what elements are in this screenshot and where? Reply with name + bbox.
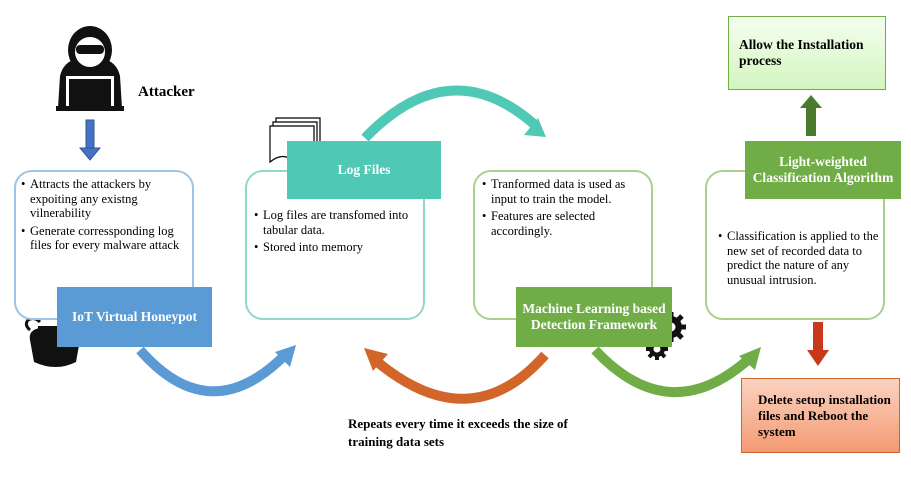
honeypot-bullet: Attracts the attackers by expoiting any … [21, 177, 188, 221]
ml-bullet: Features are selected accordingly. [482, 209, 647, 238]
attacker-label: Attacker [138, 84, 195, 100]
classifier-bullet: Classification is applied to the new set… [718, 229, 883, 287]
down-arrow-attacker-shaft [85, 119, 95, 149]
hacker-icon [56, 26, 124, 111]
classifier-bullets: Classification is applied to the new set… [717, 229, 883, 290]
curved-arrow-ml-to-classifier [591, 346, 754, 398]
delete-reboot-box: Delete setup installation files and Rebo… [741, 378, 900, 453]
down-arrow-delete-shaft [813, 322, 823, 350]
ml-bullet: Tranformed data is used as input to trai… [482, 177, 647, 206]
logfiles-bullets: Log files are transfomed into tabular da… [253, 208, 421, 258]
ml-title: Machine Learning based Detection Framewo… [516, 287, 672, 347]
arrowhead-blue [275, 345, 296, 367]
curved-arrow-logs-to-ml [361, 85, 539, 142]
curved-arrow-repeat [371, 351, 549, 404]
logfiles-bullet: Stored into memory [254, 240, 421, 255]
classifier-title: Light-weighted Classification Algorithm [745, 141, 901, 199]
arrowhead-orange [364, 348, 388, 371]
honeypot-bullet: Generate corressponding log files for ev… [21, 224, 188, 253]
down-arrow-delete-head [807, 350, 829, 366]
honeypot-title: IoT Virtual Honeypot [57, 287, 212, 347]
repeat-note: Repeats every time it exceeds the size o… [348, 416, 568, 449]
up-arrow-allow-head [800, 95, 822, 108]
allow-installation-box: Allow the Installation process [728, 16, 886, 90]
curved-arrow-honeypot-to-logs [136, 346, 289, 397]
down-arrow-attacker-head [78, 147, 102, 161]
honeypot-bullets: Attracts the attackers by expoiting any … [20, 177, 188, 256]
up-arrow-allow-shaft [806, 108, 816, 136]
ml-bullets: Tranformed data is used as input to trai… [481, 177, 647, 241]
logfiles-bullet: Log files are transfomed into tabular da… [254, 208, 421, 237]
logfiles-title: Log Files [287, 141, 441, 199]
arrowhead-green [739, 347, 761, 370]
arrowhead-teal [524, 118, 546, 137]
